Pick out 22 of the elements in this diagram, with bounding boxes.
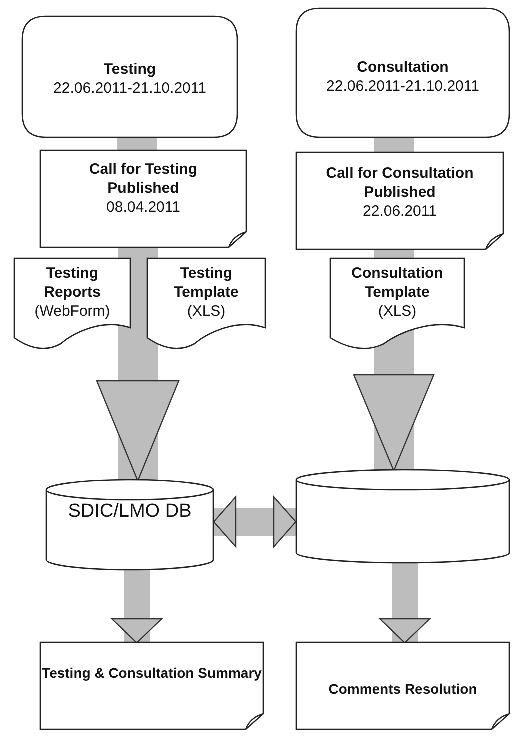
block-arrow	[379, 562, 431, 644]
node-title: Testing & Consultation Summary	[42, 664, 262, 682]
node-title: SDIC/LMO DB	[68, 500, 192, 523]
node-title: Consultation	[357, 58, 449, 77]
block-arrow	[353, 330, 435, 472]
node-subtitle: 08.04.2011	[106, 198, 180, 217]
node-subtitle: (WebForm)	[34, 302, 110, 321]
node-title: Testing Reports	[43, 264, 102, 302]
node-title: Testing Template	[173, 264, 240, 302]
node-title: Consultation Template	[350, 264, 444, 302]
node-subtitle: 22.06.2011-21.10.2011	[326, 77, 480, 96]
block-arrow	[96, 247, 180, 482]
node-title: Testing	[104, 60, 156, 79]
node-subtitle: 22.06.2011	[363, 202, 437, 221]
block-arrow	[213, 496, 297, 548]
node-title: Comments Resolution	[328, 680, 478, 698]
node-title: Call for Consultation Published	[325, 164, 475, 202]
node-title: Call for Testing Published	[88, 160, 199, 198]
node-subtitle: (XLS)	[187, 302, 226, 321]
node-subtitle: 22.06.2011-21.10.2011	[54, 79, 206, 98]
node-subtitle: (XLS)	[378, 302, 417, 321]
block-arrow	[111, 569, 163, 644]
